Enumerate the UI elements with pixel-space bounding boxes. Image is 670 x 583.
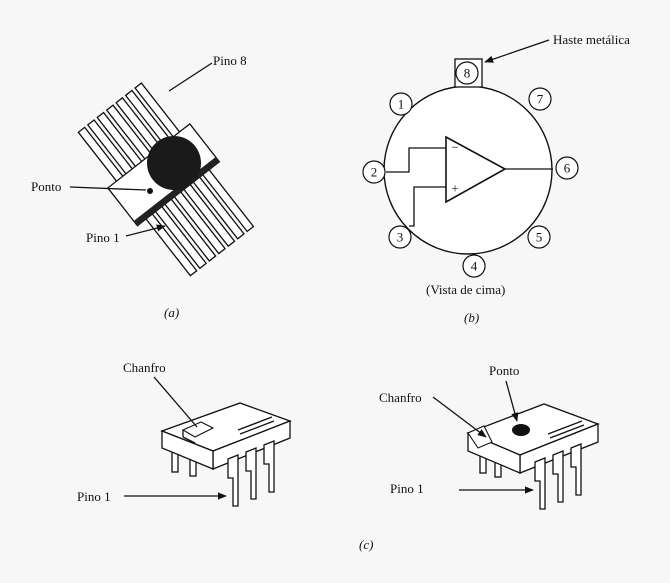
dip-package-notch bbox=[160, 402, 292, 507]
svg-text:3: 3 bbox=[397, 230, 404, 245]
svg-text:8: 8 bbox=[464, 66, 471, 81]
pin8-leader bbox=[168, 62, 213, 92]
left-notch-leader bbox=[153, 376, 198, 428]
svg-text:1: 1 bbox=[398, 97, 405, 112]
minus-sign: − bbox=[451, 140, 458, 155]
pin1-arrow bbox=[125, 224, 166, 237]
pin-1: 1 bbox=[389, 92, 413, 116]
flat-package bbox=[77, 82, 255, 277]
pin-5: 5 bbox=[527, 225, 551, 249]
svg-text:6: 6 bbox=[564, 161, 571, 176]
label-top-view: (Vista de cima) bbox=[426, 282, 505, 297]
pin-6: 6 bbox=[555, 156, 579, 180]
right-dot-arrow bbox=[505, 380, 519, 422]
package-lid bbox=[147, 136, 201, 190]
left-label-notch: Chanfro bbox=[123, 360, 166, 375]
plus-sign: + bbox=[451, 181, 458, 196]
label-pin8: Pino 8 bbox=[213, 53, 247, 68]
right-label-dot: Ponto bbox=[489, 363, 519, 378]
wire-pin3 bbox=[409, 186, 446, 227]
metal-can: − + bbox=[383, 58, 553, 255]
dot-mark bbox=[512, 424, 530, 436]
left-label-pin1: Pino 1 bbox=[77, 489, 111, 504]
right-label-notch: Chanfro bbox=[379, 390, 422, 405]
pin1-dot bbox=[147, 188, 153, 194]
label-pin1: Pino 1 bbox=[86, 230, 120, 245]
dot-leader bbox=[69, 186, 147, 191]
label-dot: Ponto bbox=[31, 179, 61, 194]
label-metal-tab: Haste metálica bbox=[553, 32, 630, 47]
svg-text:2: 2 bbox=[371, 165, 378, 180]
caption-a: (a) bbox=[164, 305, 179, 320]
tab-arrow bbox=[484, 39, 550, 63]
right-notch-arrow bbox=[432, 396, 487, 438]
pin-8: 8 bbox=[455, 61, 479, 85]
pin-7: 7 bbox=[528, 87, 552, 111]
dip-package-dot bbox=[466, 403, 600, 510]
pin-3: 3 bbox=[388, 225, 412, 249]
right-label-pin1: Pino 1 bbox=[390, 481, 424, 496]
caption-b: (b) bbox=[464, 310, 479, 325]
opamp-symbol bbox=[445, 135, 507, 204]
svg-text:7: 7 bbox=[537, 92, 544, 107]
wire-pin2 bbox=[386, 147, 446, 173]
pin-4: 4 bbox=[462, 254, 486, 278]
pin-2: 2 bbox=[362, 160, 386, 184]
caption-c: (c) bbox=[359, 537, 373, 552]
svg-text:5: 5 bbox=[536, 230, 543, 245]
svg-text:4: 4 bbox=[471, 259, 478, 274]
